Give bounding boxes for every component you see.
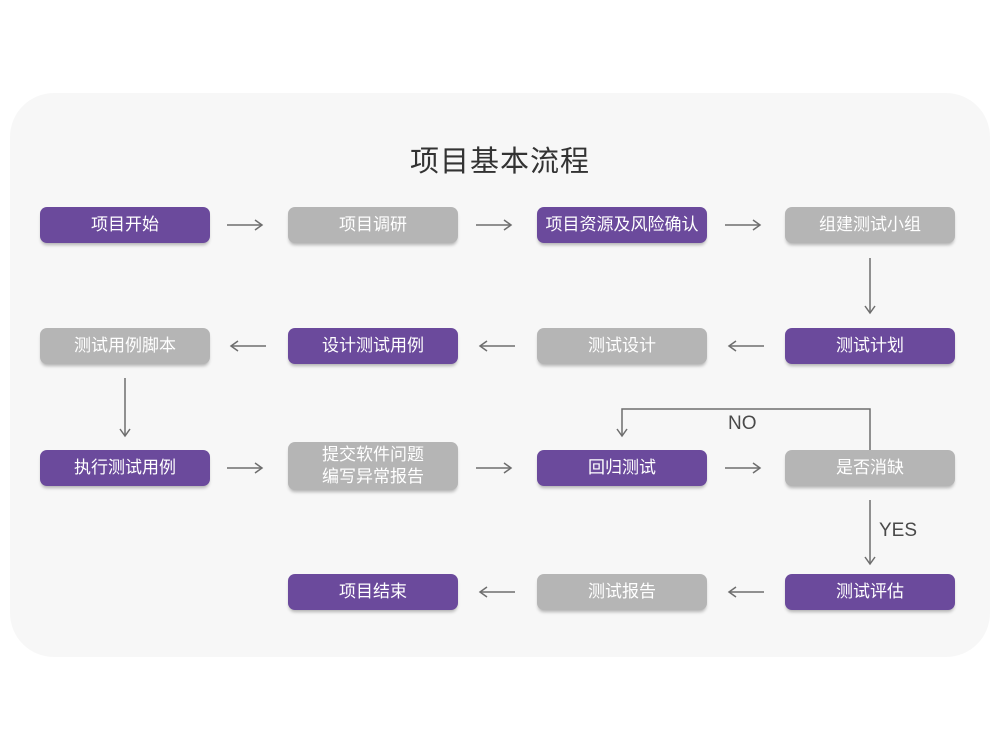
flowchart-card [10,93,990,657]
flow-node-execute-test-cases: 执行测试用例 [40,450,210,486]
node-label: 项目资源及风险确认 [545,214,699,234]
node-label: 测试报告 [588,581,656,601]
flow-node-test-case-script: 测试用例脚本 [40,328,210,364]
flow-node-submit-issue-report: 提交软件问题 编写异常报告 [288,442,458,490]
flow-node-project-end: 项目结束 [288,574,458,610]
flow-node-build-test-team: 组建测试小组 [785,207,955,243]
node-label: 提交软件问题 编写异常报告 [322,444,424,486]
flow-node-design-test-cases: 设计测试用例 [288,328,458,364]
flow-node-test-plan: 测试计划 [785,328,955,364]
node-label: 设计测试用例 [322,335,424,355]
flow-node-project-start: 项目开始 [40,207,210,243]
node-label: 项目调研 [339,214,407,234]
flow-node-test-report: 测试报告 [537,574,707,610]
node-label: 组建测试小组 [819,214,921,234]
branch-label-yes: YES [879,520,918,541]
node-label: 项目开始 [91,214,159,234]
branch-label-no: NO [728,413,757,434]
page-title: 项目基本流程 [409,146,590,178]
node-label: 测试计划 [836,335,904,355]
node-label: 项目结束 [339,581,407,601]
flow-node-resource-risk-confirm: 项目资源及风险确认 [537,207,707,243]
flow-node-test-evaluation: 测试评估 [785,574,955,610]
flow-node-project-research: 项目调研 [288,207,458,243]
node-label: 是否消缺 [836,457,904,477]
node-label: 测试设计 [588,335,656,355]
flow-node-regression-test: 回归测试 [537,450,707,486]
flow-node-test-design: 测试设计 [537,328,707,364]
node-label: 测试评估 [836,581,904,601]
node-label: 执行测试用例 [74,457,176,477]
node-label: 回归测试 [588,457,656,477]
node-label: 测试用例脚本 [74,335,176,355]
flow-node-defect-cleared: 是否消缺 [785,450,955,486]
